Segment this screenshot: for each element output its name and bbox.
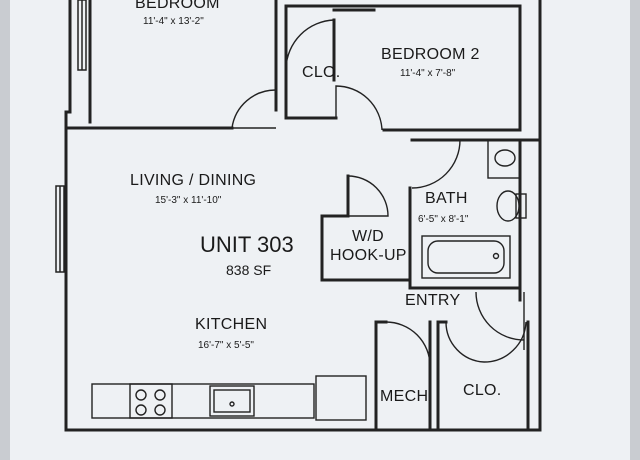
kitchen-sink	[209, 385, 255, 417]
closet-divider	[332, 8, 376, 82]
bedroom-label: BEDROOM	[135, 0, 220, 12]
kitchen-dims: 16'-7" x 5'-5"	[198, 340, 254, 351]
outer-wall-left-upper	[64, 0, 72, 432]
refrigerator	[315, 375, 367, 421]
bath-dims: 6'-5" x 8'-1"	[418, 214, 469, 225]
entry-label: ENTRY	[405, 292, 461, 309]
stove	[129, 383, 173, 419]
door-mech	[385, 321, 431, 367]
bedroom2-label: BEDROOM 2	[381, 46, 480, 63]
closet-label-top: CLO.	[302, 64, 341, 81]
kitchen-counter	[91, 383, 315, 419]
entry-closet-wall	[436, 320, 530, 432]
bedroom2-dims: 11'-4" x 7'-8"	[400, 68, 456, 79]
door-bath	[411, 139, 461, 189]
door-closet-right	[483, 321, 527, 363]
wd-label-line2: HOOK-UP	[330, 247, 407, 264]
bedroom2-box	[284, 4, 522, 132]
kitchen-label: KITCHEN	[195, 316, 268, 333]
wd-label-line1: W/D	[352, 228, 385, 245]
bath-sink	[487, 139, 521, 179]
unit-title: UNIT 303	[200, 232, 294, 257]
mech-label: MECH	[380, 388, 429, 405]
mech-wall	[374, 320, 432, 432]
door-closet-left	[445, 321, 485, 363]
bath-label: BATH	[425, 190, 468, 207]
toilet	[496, 190, 520, 222]
closet-wall	[284, 4, 338, 120]
bathtub	[421, 235, 511, 279]
living-dining-label: LIVING / DINING	[130, 172, 257, 189]
door-entry	[475, 291, 525, 350]
door-wd	[347, 175, 389, 217]
unit-area: 838 SF	[226, 262, 272, 278]
bedroom-dims: 11'-4" x 13'-2"	[143, 16, 204, 27]
living-dining-dims: 15'-3" x 11'-10"	[155, 195, 222, 206]
door-bedroom2	[335, 85, 383, 131]
closet-label-entry: CLO.	[463, 382, 502, 399]
door-closet	[285, 19, 335, 69]
door-bedroom	[231, 89, 277, 129]
